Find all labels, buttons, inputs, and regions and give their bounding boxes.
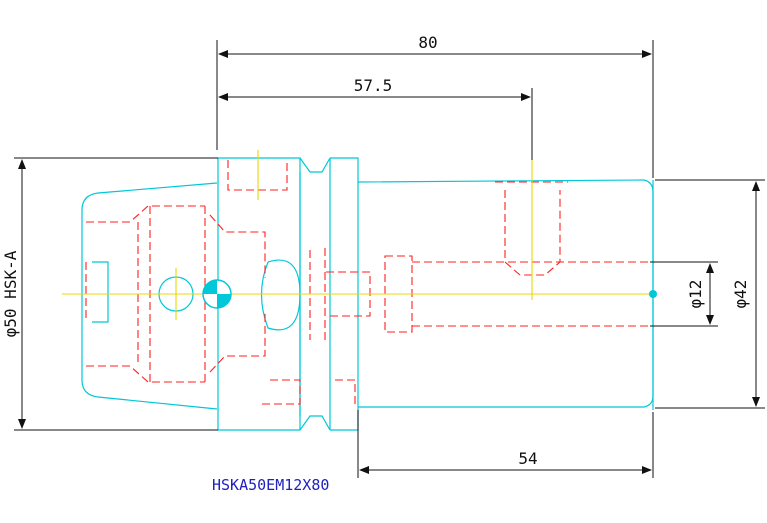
hidden-lines (85, 160, 648, 405)
dim-shank-length: 54 (518, 449, 537, 468)
endpoint-marker (649, 290, 657, 298)
dim-overall-length: 80 (418, 33, 437, 52)
centerlines (62, 150, 650, 320)
dimension-lines (14, 40, 765, 478)
dim-flange-diameter: φ50 HSK-A (1, 250, 20, 337)
dim-bore-diameter: φ12 (686, 280, 705, 309)
part-number-label: HSKA50EM12X80 (212, 476, 329, 494)
dim-body-diameter: φ42 (731, 280, 750, 309)
datum-marker (202, 279, 232, 309)
dim-gauge-length: 57.5 (354, 76, 393, 95)
